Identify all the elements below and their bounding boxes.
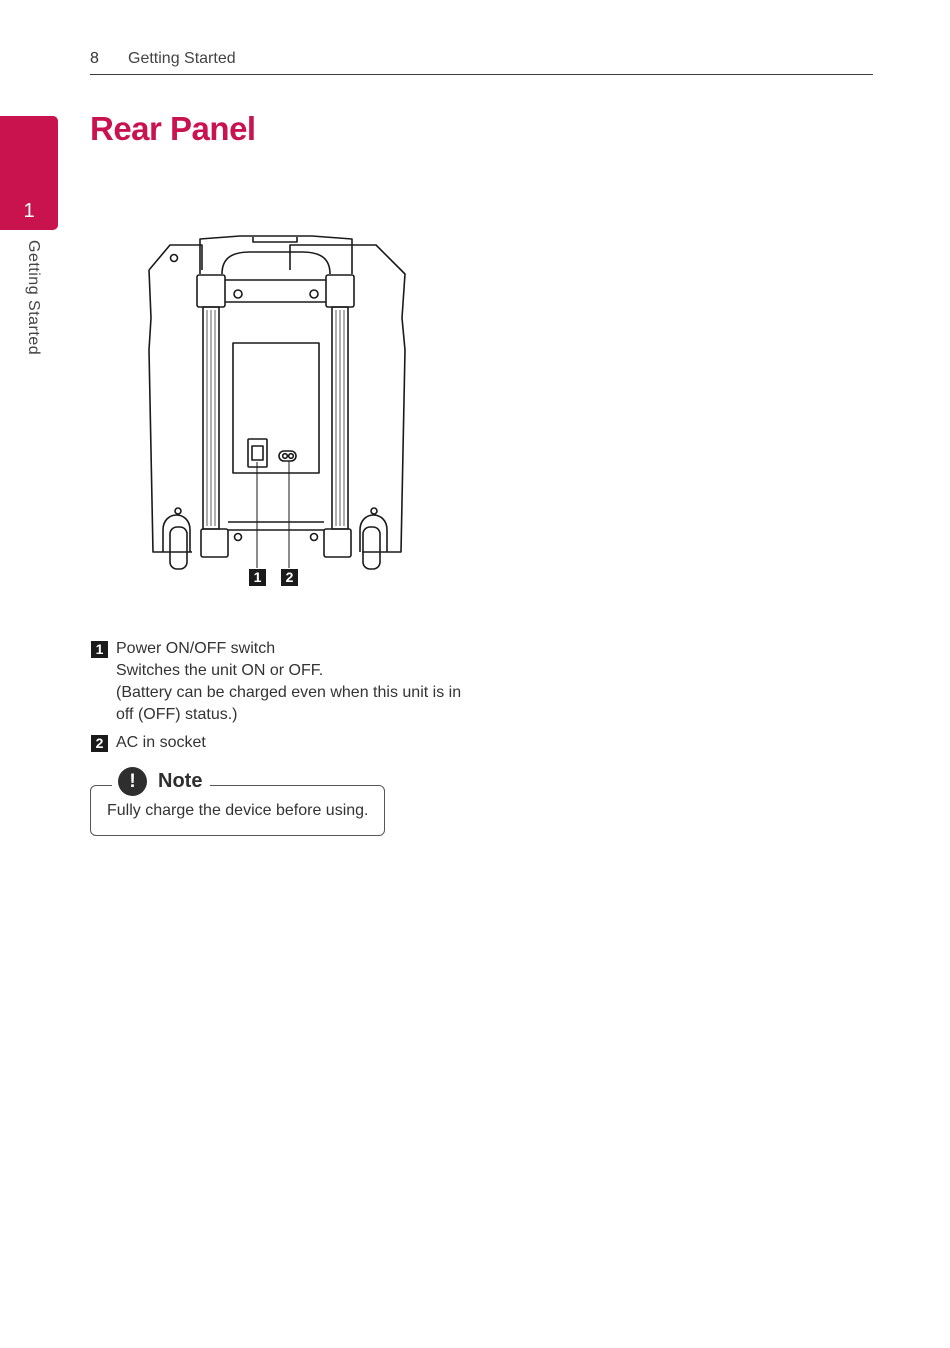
rear-panel-figure: 1 2 <box>140 230 420 590</box>
callout-1: 1 <box>249 569 266 586</box>
list-item: 2 AC in socket <box>91 732 491 754</box>
page-title: Rear Panel <box>90 110 256 147</box>
note-heading: ! Note <box>112 766 211 796</box>
item-description-line: (Battery can be charged even when this u… <box>116 684 462 701</box>
exclamation-icon: ! <box>118 766 147 796</box>
item-description-line: off (OFF) status.) <box>116 706 238 723</box>
list-item: 1 Power ON/OFF switch Switches the unit … <box>91 638 491 726</box>
note-box: Fully charge the device before using. <box>90 785 385 836</box>
chapter-tab: 1 <box>0 116 58 230</box>
item-number-badge: 2 <box>91 735 108 752</box>
speaker-rear-illustration <box>148 235 406 570</box>
component-list: 1 Power ON/OFF switch Switches the unit … <box>91 638 491 754</box>
item-name: AC in socket <box>116 734 206 751</box>
running-head: Getting Started <box>128 50 236 67</box>
page-number: 8 <box>90 50 99 67</box>
item-description-line: Switches the unit ON or OFF. <box>116 662 324 679</box>
item-number-badge: 1 <box>91 641 108 658</box>
chapter-number: 1 <box>23 200 35 222</box>
note-label: Note <box>158 769 203 792</box>
chapter-label: Getting Started <box>25 240 42 356</box>
item-name: Power ON/OFF switch <box>116 640 276 657</box>
page-header: 8 Getting Started <box>90 46 873 75</box>
callout-2: 2 <box>281 569 298 586</box>
note-text: Fully charge the device before using. <box>107 802 369 819</box>
